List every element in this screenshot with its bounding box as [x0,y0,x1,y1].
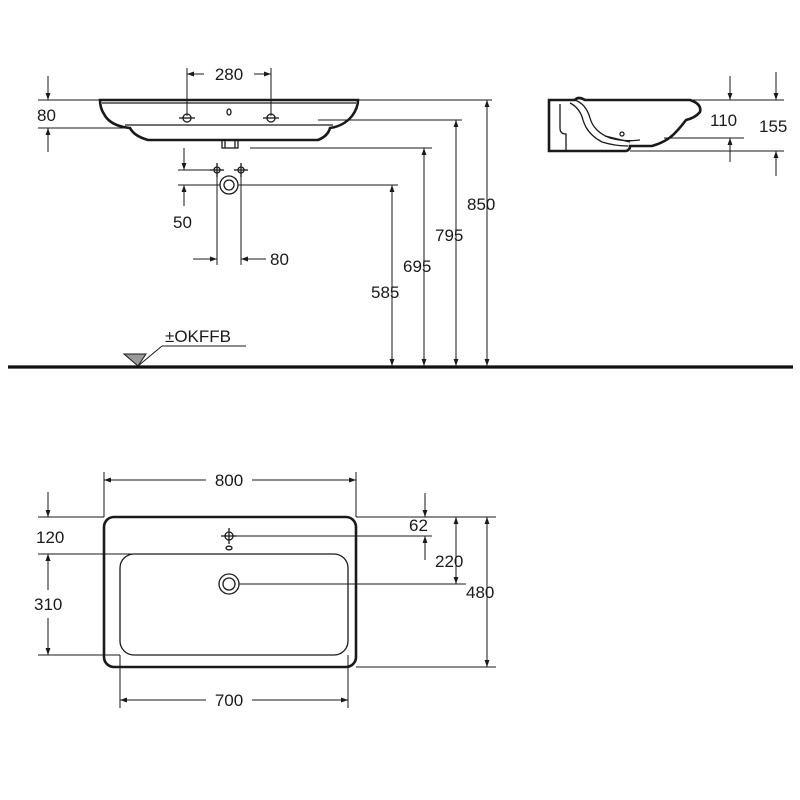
dim-section-155-label: 155 [759,117,787,136]
waste-pipe-icon [219,175,239,195]
dim-waste-from-back-label: 220 [435,552,463,571]
front-elevation: 280 80 50 80 585 695 795 85 [8,65,793,369]
dim-waste-offset-vertical-label: 50 [173,213,192,232]
basin-section-outline [547,96,702,153]
bowl-plan-outline [119,553,349,656]
dim-rim-height-label: 850 [467,195,495,214]
dim-tap-spacing-label: 280 [215,65,243,84]
plan-view: 800 700 120 310 62 220 480 [34,471,496,710]
dim-tap-hole-offset-label: 62 [409,516,428,535]
basin-outline [98,98,360,142]
dim-overall-depth-label: 480 [466,583,494,602]
dim-overall-width-label: 800 [215,471,243,490]
floor-level-marker-icon [122,345,246,367]
section-view: 110 155 [547,72,787,176]
waste-outlet-icon [218,573,240,595]
dim-bowl-length-label: 310 [34,595,62,614]
supply-valve-right-icon [234,163,248,177]
dim-bowl-width-label: 700 [215,691,243,710]
dim-section-110-label: 110 [710,111,737,130]
dim-underside-height-label: 695 [403,257,431,276]
floor-level-label: ±OKFFB [165,327,231,346]
dim-tap-hole-from-back-label: 120 [36,528,64,547]
supply-valve-left-icon [210,163,224,177]
tap-hole-icon [221,528,237,544]
dim-waste-height-label: 585 [371,283,399,302]
dim-waste-offset-horizontal-label: 80 [270,250,289,269]
dim-basin-height-label: 80 [37,106,56,125]
dim-bowl-height-label: 795 [435,226,463,245]
basin-plan-outline [102,515,358,669]
